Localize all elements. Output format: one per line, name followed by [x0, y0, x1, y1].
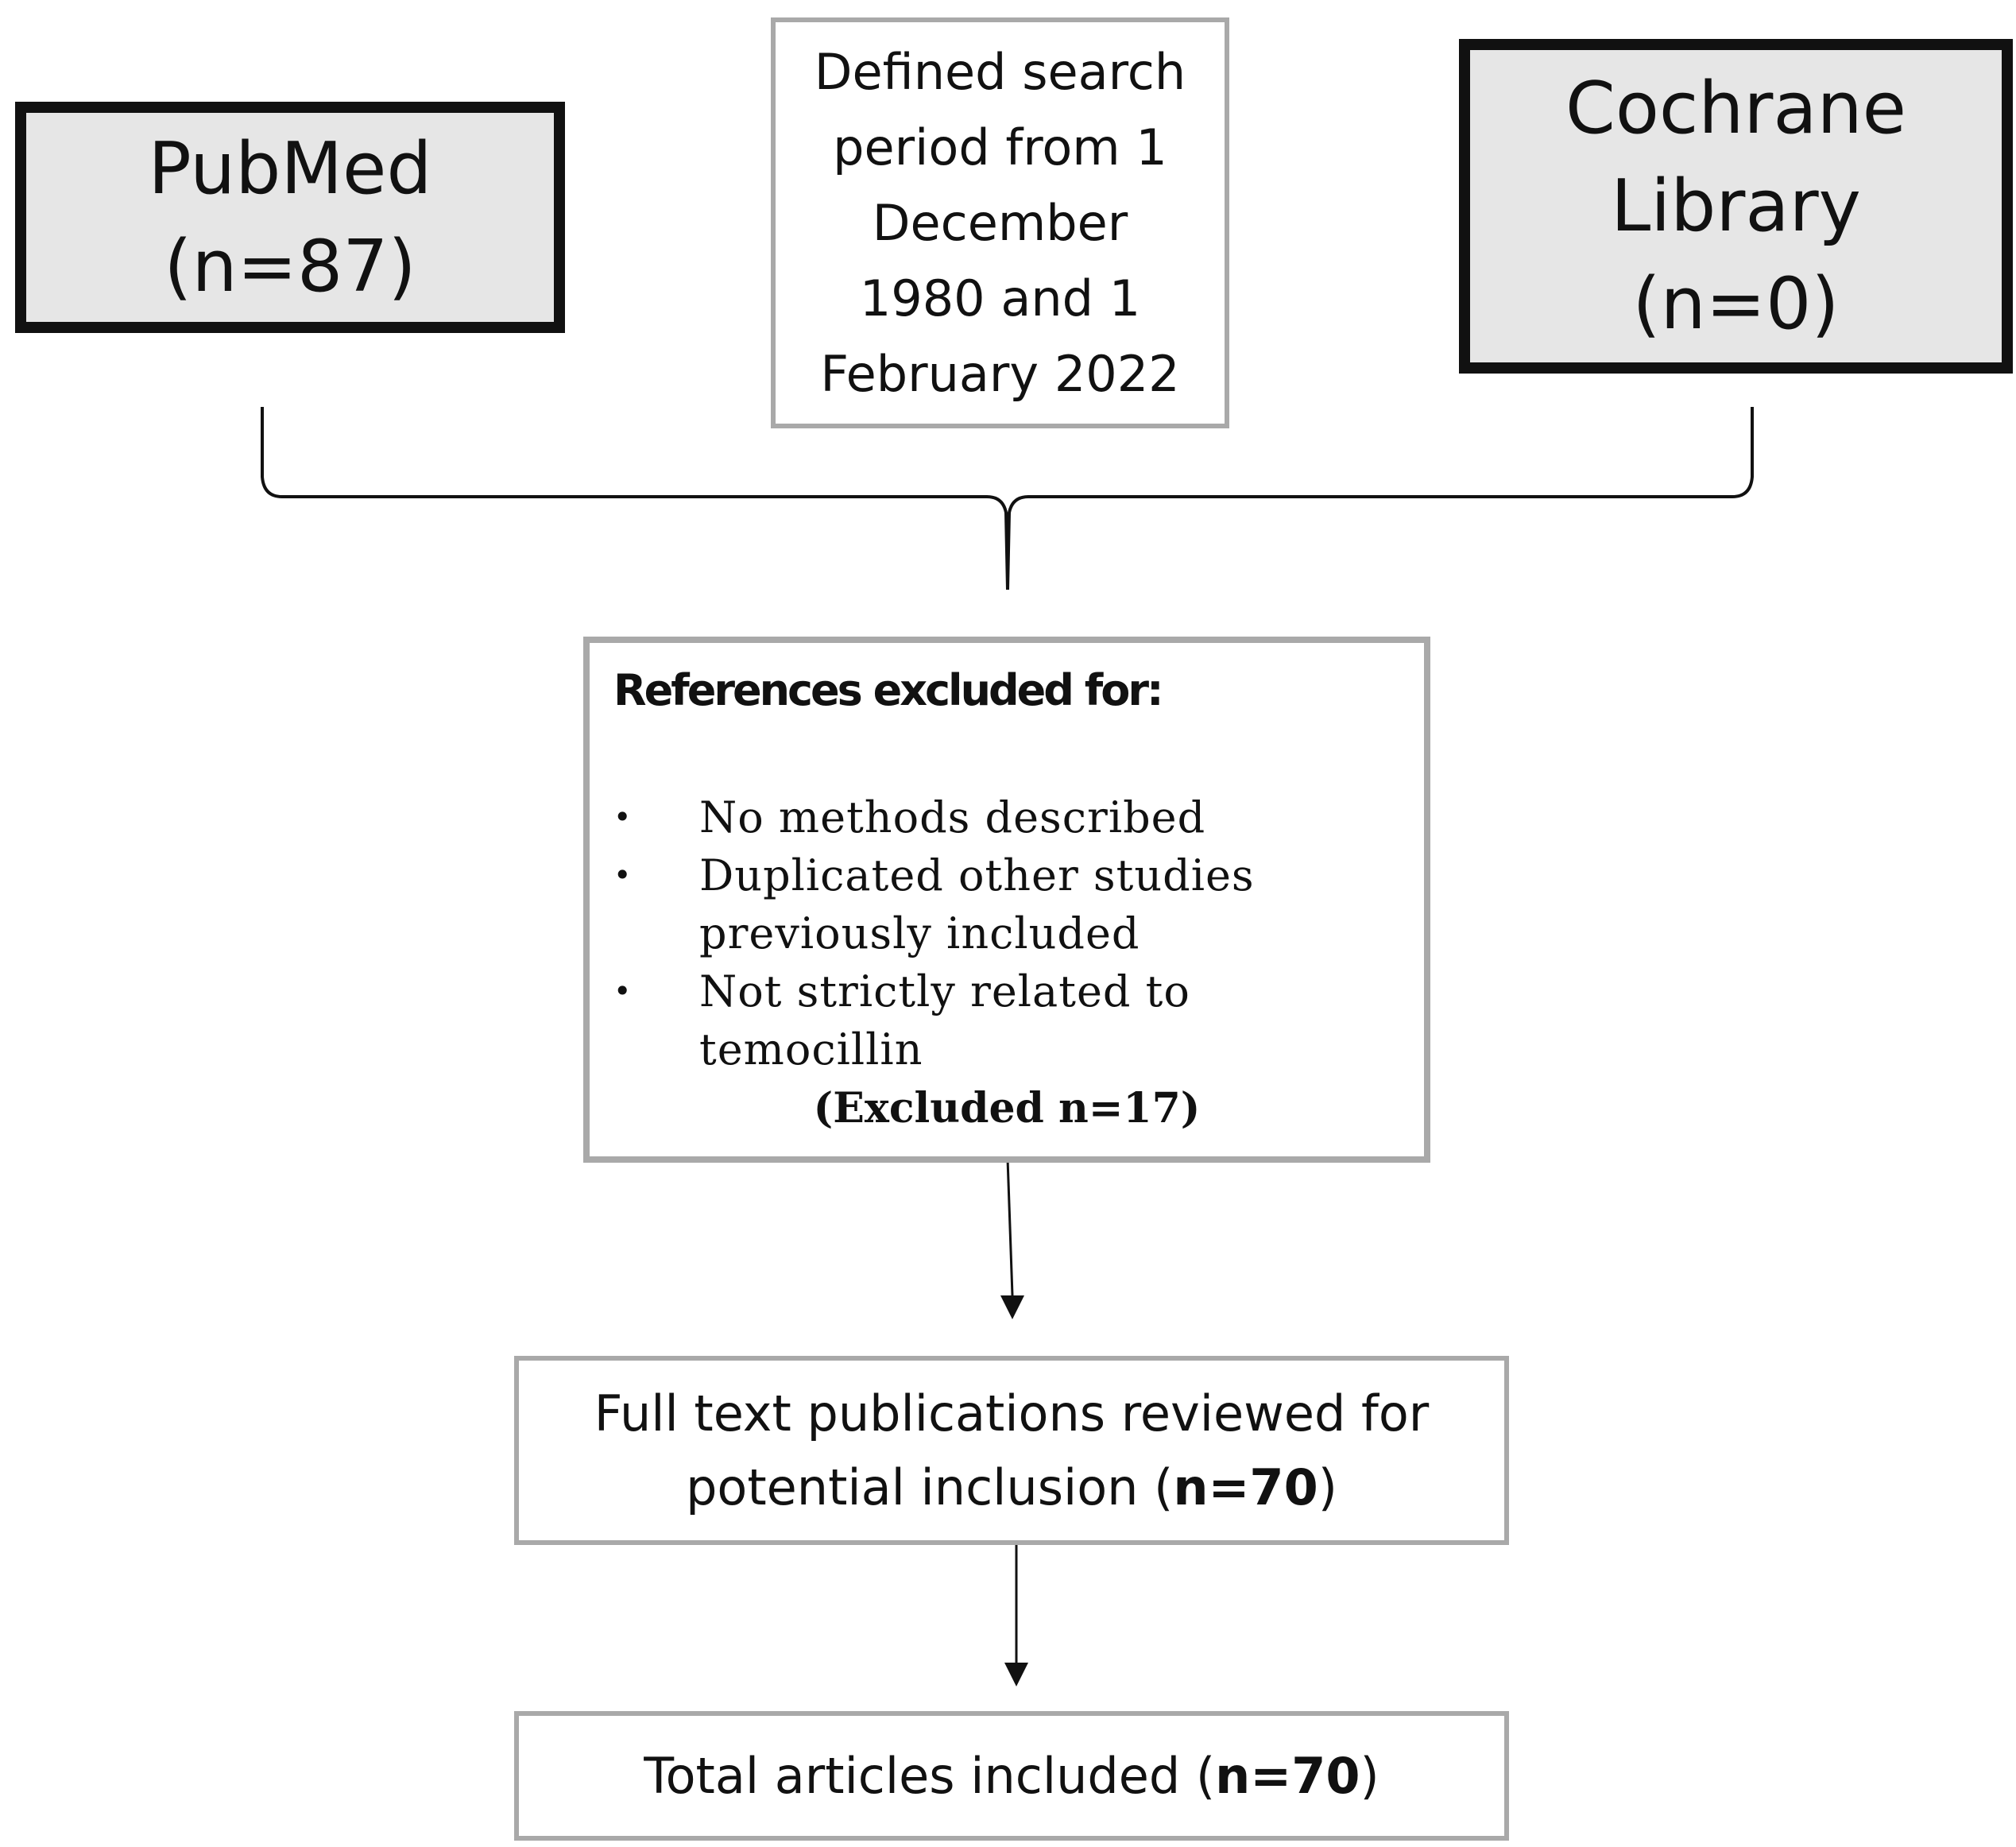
pubmed-label: PubMed — [148, 126, 432, 211]
cochrane-count: (n=0) — [1632, 262, 1840, 346]
exclusion-reason-text: Duplicated other studies previously incl… — [699, 850, 1255, 958]
full-text-review-line2: potential inclusion (n=70) — [686, 1450, 1337, 1524]
cochrane-label-line1: Cochrane — [1565, 67, 1906, 150]
arrow-exclusion-to-review — [1006, 1158, 1014, 1296]
total-included-count: n=70 — [1215, 1747, 1360, 1805]
full-text-review-line2-text: potential inclusion ( — [686, 1458, 1174, 1516]
exclusion-reason-text: Not strictly related to temocillin — [699, 966, 1190, 1075]
full-text-review-line1: Full text publications reviewed for — [594, 1384, 1430, 1442]
exclusion-count: (Excluded n=17) — [813, 1084, 1201, 1133]
total-included-text: Total articles included ( — [644, 1747, 1216, 1805]
exclusion-box: References excluded for: • No methods de… — [583, 637, 1430, 1163]
cochrane-label-line2: Library — [1611, 165, 1861, 248]
exclusion-reason-text: No methods described — [699, 792, 1206, 842]
exclusion-reason-list: • No methods described • Duplicated othe… — [613, 788, 1418, 1078]
full-text-review-close-paren: ) — [1318, 1458, 1337, 1516]
bullet-icon: • — [613, 858, 633, 893]
bullet-icon: • — [613, 974, 633, 1009]
full-text-review-count: n=70 — [1173, 1458, 1318, 1516]
search-period-line: December — [872, 194, 1128, 252]
exclusion-reason-item: • No methods described — [613, 788, 1418, 846]
bullet-icon: • — [613, 800, 633, 834]
search-period-line: Defined search — [814, 43, 1186, 101]
search-period-line: 1980 and 1 — [859, 269, 1141, 327]
pubmed-source-box: PubMed (n=87) — [15, 102, 565, 333]
exclusion-reason-item: • Not strictly related to temocillin — [613, 962, 1418, 1078]
total-included-line: Total articles included (n=70) — [644, 1739, 1379, 1813]
full-text-review-box: Full text publications reviewed for pote… — [514, 1356, 1509, 1545]
arrowhead-review-to-total — [1004, 1663, 1028, 1686]
exclusion-title: References excluded for: — [613, 665, 1164, 715]
search-period-box: Defined search period from 1 December 19… — [771, 17, 1229, 428]
cochrane-source-box: Cochrane Library (n=0) — [1459, 39, 2013, 374]
search-period-line: period from 1 — [833, 118, 1167, 176]
exclusion-reason-item: • Duplicated other studies previously in… — [613, 846, 1418, 962]
pubmed-count: (n=87) — [164, 224, 416, 308]
arrowhead-exclusion-to-review — [1000, 1295, 1024, 1319]
merge-brace — [261, 407, 1754, 590]
total-included-box: Total articles included (n=70) — [514, 1711, 1509, 1841]
search-period-line: February 2022 — [820, 345, 1180, 403]
total-included-close-paren: ) — [1360, 1747, 1379, 1805]
